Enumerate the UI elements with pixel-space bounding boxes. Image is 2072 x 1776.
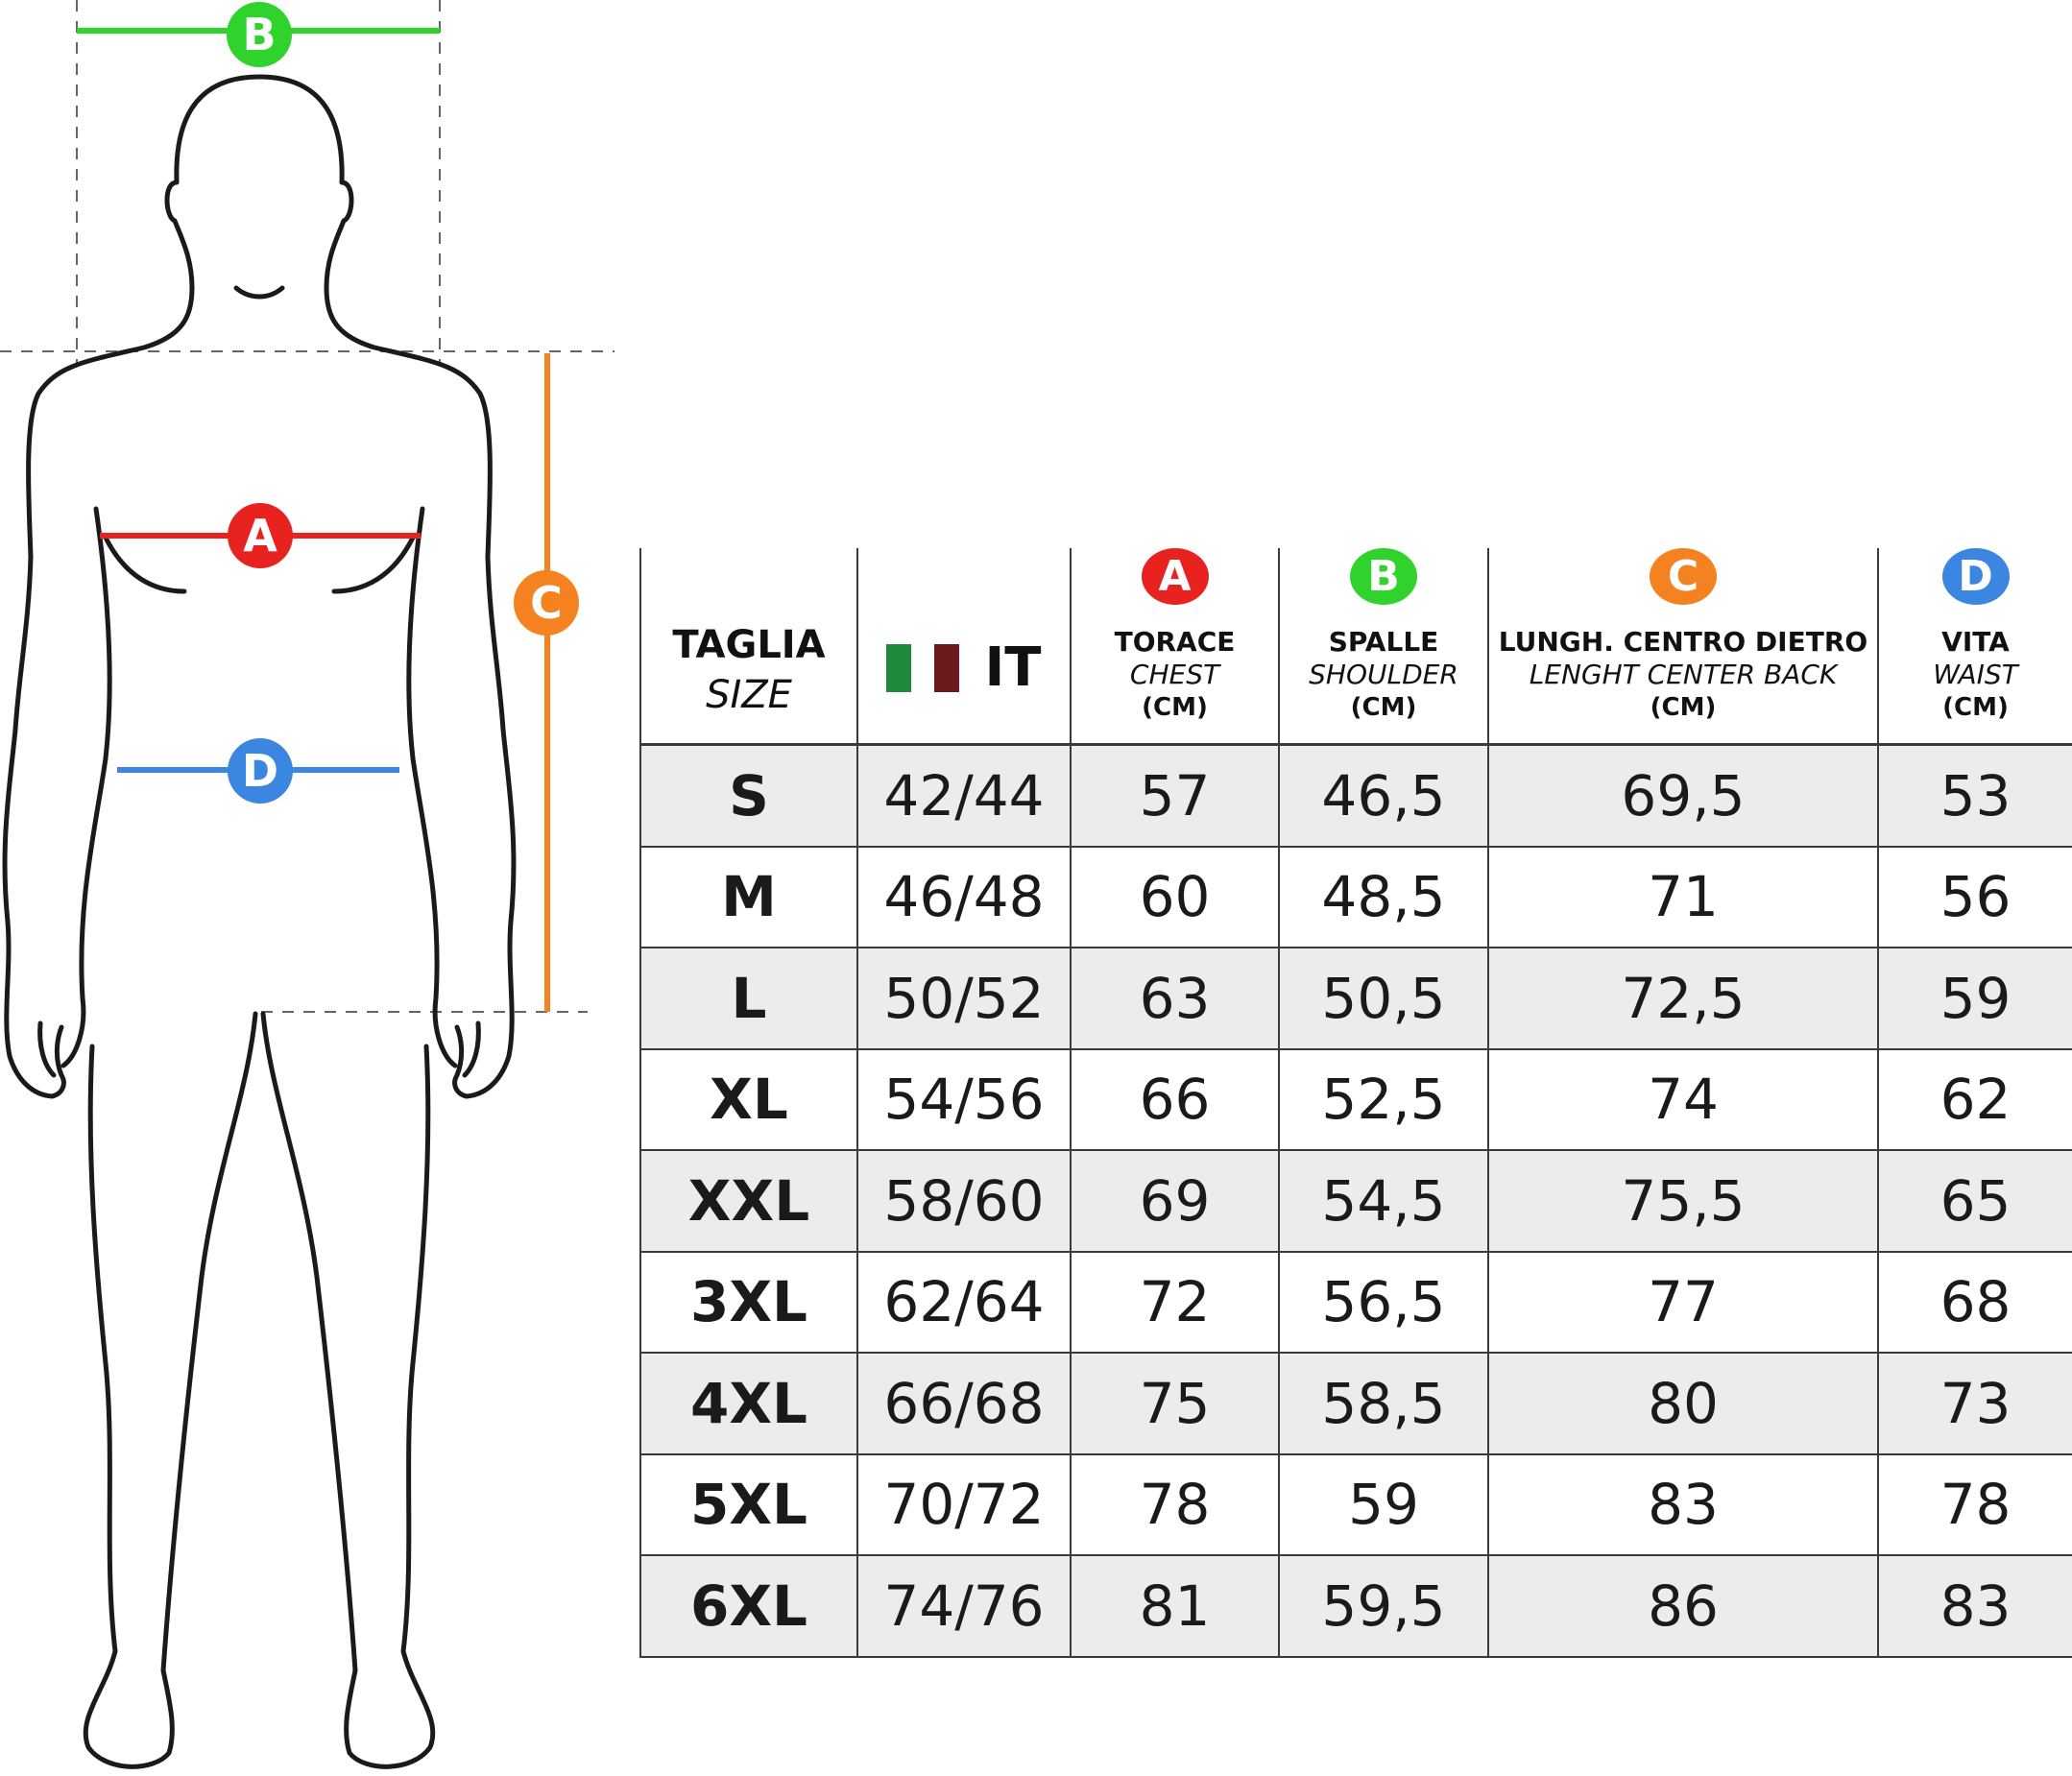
table-cell-chest: 75 xyxy=(1070,1354,1278,1455)
table-cell-length: 75,5 xyxy=(1487,1151,1877,1253)
table-cell-length: 72,5 xyxy=(1487,948,1877,1050)
table-cell-chest: 78 xyxy=(1070,1454,1278,1556)
header-shoulder-sub: SHOULDER xyxy=(1309,659,1458,690)
table-cell-it: 74/76 xyxy=(856,1556,1070,1658)
header-size-main: TAGLIA xyxy=(672,622,826,667)
table-cell-length: 69,5 xyxy=(1487,746,1877,848)
body-outline xyxy=(2,74,517,1769)
header-chest: A TORACE CHEST (CM) xyxy=(1070,548,1278,746)
table-cell-size: L xyxy=(639,948,856,1050)
table-cell-shoulder: 56,5 xyxy=(1278,1252,1487,1354)
table-cell-length: 74 xyxy=(1487,1049,1877,1151)
table-cell-waist: 65 xyxy=(1877,1151,2072,1253)
shoulder-measure: B xyxy=(77,2,440,67)
header-waist-main: VITA xyxy=(1941,626,2010,658)
table-cell-shoulder: 48,5 xyxy=(1278,847,1487,948)
table-cell-it: 46/48 xyxy=(856,847,1070,948)
table-cell-it: 66/68 xyxy=(856,1354,1070,1455)
header-chest-main: TORACE xyxy=(1114,626,1236,658)
header-size: TAGLIA SIZE xyxy=(639,548,856,746)
header-shoulder: B SPALLE SHOULDER (CM) xyxy=(1278,548,1487,746)
table-cell-chest: 60 xyxy=(1070,847,1278,948)
table-cell-chest: 72 xyxy=(1070,1252,1278,1354)
marker-c-label: C xyxy=(530,577,563,629)
badge-b-icon: B xyxy=(1350,548,1417,605)
badge-d-icon: D xyxy=(1941,548,2010,605)
badge-c-icon: C xyxy=(1650,548,1717,605)
marker-a-label: A xyxy=(243,510,277,562)
table-cell-length: 83 xyxy=(1487,1454,1877,1556)
table-cell-length: 71 xyxy=(1487,847,1877,948)
table-cell-shoulder: 58,5 xyxy=(1278,1354,1487,1455)
table-cell-size: XL xyxy=(639,1049,856,1151)
table-cell-it: 50/52 xyxy=(856,948,1070,1050)
table-cell-size: 5XL xyxy=(639,1454,856,1556)
table-cell-chest: 81 xyxy=(1070,1556,1278,1658)
header-it-label: IT xyxy=(984,636,1042,699)
table-cell-length: 77 xyxy=(1487,1252,1877,1354)
table-cell-shoulder: 59 xyxy=(1278,1454,1487,1556)
table-cell-shoulder: 50,5 xyxy=(1278,948,1487,1050)
table-cell-size: 4XL xyxy=(639,1354,856,1455)
table-cell-length: 80 xyxy=(1487,1354,1877,1455)
table-cell-chest: 57 xyxy=(1070,746,1278,848)
chest-measure: A xyxy=(100,503,421,568)
table-cell-waist: 62 xyxy=(1877,1049,2072,1151)
guide-lines xyxy=(0,0,614,1013)
table-cell-it: 42/44 xyxy=(856,746,1070,848)
table-cell-waist: 68 xyxy=(1877,1252,2072,1354)
header-shoulder-unit: (CM) xyxy=(1350,693,1417,722)
table-cell-shoulder: 46,5 xyxy=(1278,746,1487,848)
table-cell-shoulder: 59,5 xyxy=(1278,1556,1487,1658)
table-cell-length: 86 xyxy=(1487,1556,1877,1658)
badge-a-icon: A xyxy=(1141,548,1209,605)
table-cell-it: 54/56 xyxy=(856,1049,1070,1151)
header-length-sub: LENGHT CENTER BACK xyxy=(1529,659,1838,690)
table-cell-waist: 53 xyxy=(1877,746,2072,848)
table-cell-waist: 73 xyxy=(1877,1354,2072,1455)
size-table: TAGLIA SIZE IT A TORACE CHEST (CM) B SPA… xyxy=(639,548,2072,1658)
table-cell-shoulder: 54,5 xyxy=(1278,1151,1487,1253)
table-cell-size: S xyxy=(639,746,856,848)
table-cell-chest: 63 xyxy=(1070,948,1278,1050)
table-cell-waist: 59 xyxy=(1877,948,2072,1050)
table-cell-size: 3XL xyxy=(639,1252,856,1354)
header-waist: D VITA WAIST (CM) xyxy=(1877,548,2072,746)
table-cell-chest: 66 xyxy=(1070,1049,1278,1151)
header-waist-unit: (CM) xyxy=(1942,693,2009,722)
header-chest-unit: (CM) xyxy=(1142,693,1208,722)
table-cell-size: 6XL xyxy=(639,1556,856,1658)
marker-d-label: D xyxy=(242,745,278,797)
header-chest-sub: CHEST xyxy=(1129,659,1220,690)
header-length-unit: (CM) xyxy=(1650,693,1717,722)
table-cell-it: 58/60 xyxy=(856,1151,1070,1253)
table-cell-it: 62/64 xyxy=(856,1252,1070,1354)
header-size-sub: SIZE xyxy=(706,672,792,717)
table-cell-size: XXL xyxy=(639,1151,856,1253)
header-waist-sub: WAIST xyxy=(1933,659,2018,690)
size-table-grid: TAGLIA SIZE IT A TORACE CHEST (CM) B SPA… xyxy=(639,548,2072,1658)
italy-flag-icon xyxy=(886,643,960,692)
table-cell-waist: 83 xyxy=(1877,1556,2072,1658)
table-cell-waist: 78 xyxy=(1877,1454,2072,1556)
table-cell-waist: 56 xyxy=(1877,847,2072,948)
marker-b-label: B xyxy=(242,9,276,60)
body-measurement-figure: B A D C xyxy=(0,0,614,1769)
table-cell-shoulder: 52,5 xyxy=(1278,1049,1487,1151)
table-cell-size: M xyxy=(639,847,856,948)
waist-measure: D xyxy=(117,738,399,804)
table-cell-it: 70/72 xyxy=(856,1454,1070,1556)
header-length-main: LUNGH. CENTRO DIETRO xyxy=(1498,626,1868,658)
header-shoulder-main: SPALLE xyxy=(1328,626,1439,658)
header-it: IT xyxy=(856,548,1070,746)
back-length-measure: C xyxy=(514,353,579,1012)
header-length: C LUNGH. CENTRO DIETRO LENGHT CENTER BAC… xyxy=(1487,548,1877,746)
table-cell-chest: 69 xyxy=(1070,1151,1278,1253)
